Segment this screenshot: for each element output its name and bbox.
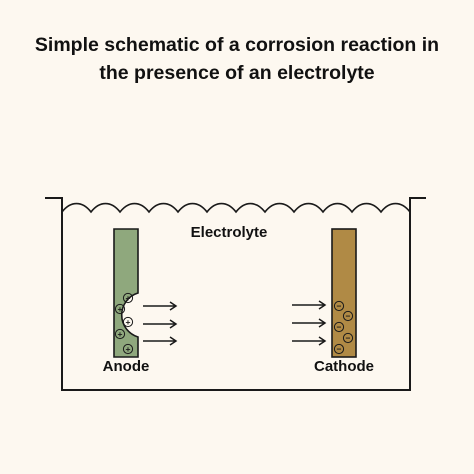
diagram-title: Simple schematic of a corrosion reaction… (0, 31, 474, 87)
negative-charge-icon: − (333, 321, 345, 333)
arrow-icon (143, 301, 178, 311)
arrow-icon (292, 336, 327, 346)
svg-text:+: + (126, 317, 131, 327)
svg-text:−: − (337, 301, 342, 311)
svg-text:+: + (118, 329, 123, 339)
negative-charge-icon: − (333, 343, 345, 355)
title-line-1: Simple schematic of a corrosion reaction… (34, 34, 440, 56)
anode-electrode (113, 228, 139, 358)
arrow-icon (143, 336, 178, 346)
cathode-label: Cathode (314, 358, 374, 375)
electrolyte-container (45, 197, 426, 391)
positive-ion-icon: + (122, 292, 134, 304)
arrow-icon (292, 300, 327, 310)
svg-text:+: + (126, 293, 131, 303)
cathode-negative-charges: −−−−− (333, 300, 354, 355)
svg-text:−: − (337, 322, 342, 332)
positive-ion-icon: + (114, 303, 126, 315)
negative-charge-icon: − (342, 332, 354, 344)
positive-ion-icon: + (122, 316, 134, 328)
negative-charge-icon: − (342, 310, 354, 322)
cathode-arrows (292, 300, 327, 346)
svg-text:+: + (118, 304, 123, 314)
anode-arrows (143, 301, 178, 346)
positive-ion-icon: + (122, 343, 134, 355)
electrolyte-surface (61, 202, 411, 214)
svg-text:+: + (126, 344, 131, 354)
svg-text:−: − (346, 311, 351, 321)
svg-text:−: − (337, 344, 342, 354)
svg-text:−: − (346, 333, 351, 343)
arrow-icon (143, 319, 178, 329)
negative-charge-icon: − (333, 300, 345, 312)
electrolyte-label: Electrolyte (191, 224, 268, 241)
positive-ion-icon: + (114, 328, 126, 340)
anode-label: Anode (103, 358, 150, 375)
anode-positive-ions: +++++ (114, 292, 134, 355)
arrow-icon (292, 318, 327, 328)
title-line-2: the presence of an electrolyte (99, 62, 375, 84)
